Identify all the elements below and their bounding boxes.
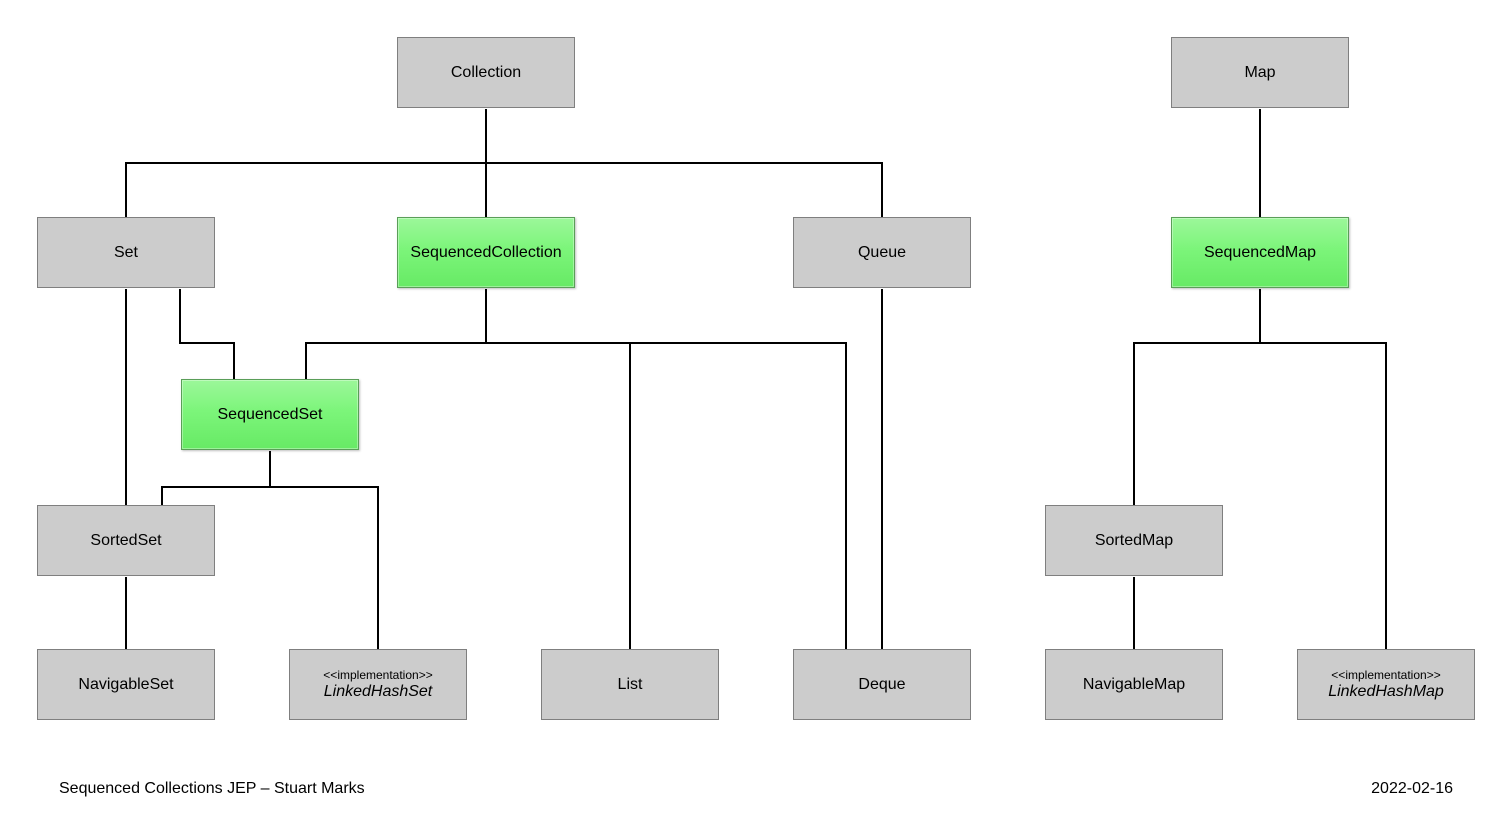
node-sequenced-map: SequencedMap — [1171, 217, 1349, 288]
node-label: NavigableMap — [1082, 675, 1186, 693]
node-sequenced-collection: SequencedCollection — [397, 217, 575, 288]
footer-date: 2022-02-16 — [1371, 780, 1453, 797]
node-queue: Queue — [793, 217, 971, 288]
edge-seqcoll-children — [305, 289, 847, 649]
node-deque: Deque — [793, 649, 971, 720]
node-label: Collection — [450, 63, 522, 81]
edge-seqmap-children — [1133, 289, 1387, 649]
node-label: Queue — [857, 243, 907, 261]
node-stereotype: <<implementation>> — [1331, 667, 1441, 682]
node-sorted-map: SortedMap — [1045, 505, 1223, 576]
node-linked-hash-set: <<implementation>> LinkedHashSet — [289, 649, 467, 720]
node-label: NavigableSet — [78, 675, 174, 693]
node-navigable-map: NavigableMap — [1045, 649, 1223, 720]
edge-seqset-children — [161, 451, 379, 649]
footer-credit: Sequenced Collections JEP – Stuart Marks — [59, 780, 365, 797]
node-sorted-set: SortedSet — [37, 505, 215, 576]
node-set: Set — [37, 217, 215, 288]
node-list: List — [541, 649, 719, 720]
node-label: SortedSet — [90, 531, 162, 549]
node-linked-hash-map: <<implementation>> LinkedHashMap — [1297, 649, 1475, 720]
node-sequenced-set: SequencedSet — [181, 379, 359, 450]
node-stereotype: <<implementation>> — [323, 667, 433, 682]
edge-set-sequencedset — [179, 289, 235, 379]
edge-collection-children — [125, 109, 883, 217]
node-navigable-set: NavigableSet — [37, 649, 215, 720]
node-collection: Collection — [397, 37, 575, 108]
node-label: SequencedCollection — [410, 243, 562, 261]
node-label: SequencedSet — [217, 405, 323, 423]
node-label: LinkedHashSet — [323, 682, 433, 700]
node-label: SequencedMap — [1203, 243, 1317, 261]
node-label: Map — [1244, 63, 1276, 81]
node-label: LinkedHashMap — [1328, 682, 1444, 700]
node-map: Map — [1171, 37, 1349, 108]
node-label: Set — [113, 243, 138, 261]
node-label: List — [617, 675, 643, 693]
node-label: SortedMap — [1094, 531, 1174, 549]
node-label: Deque — [858, 675, 906, 693]
